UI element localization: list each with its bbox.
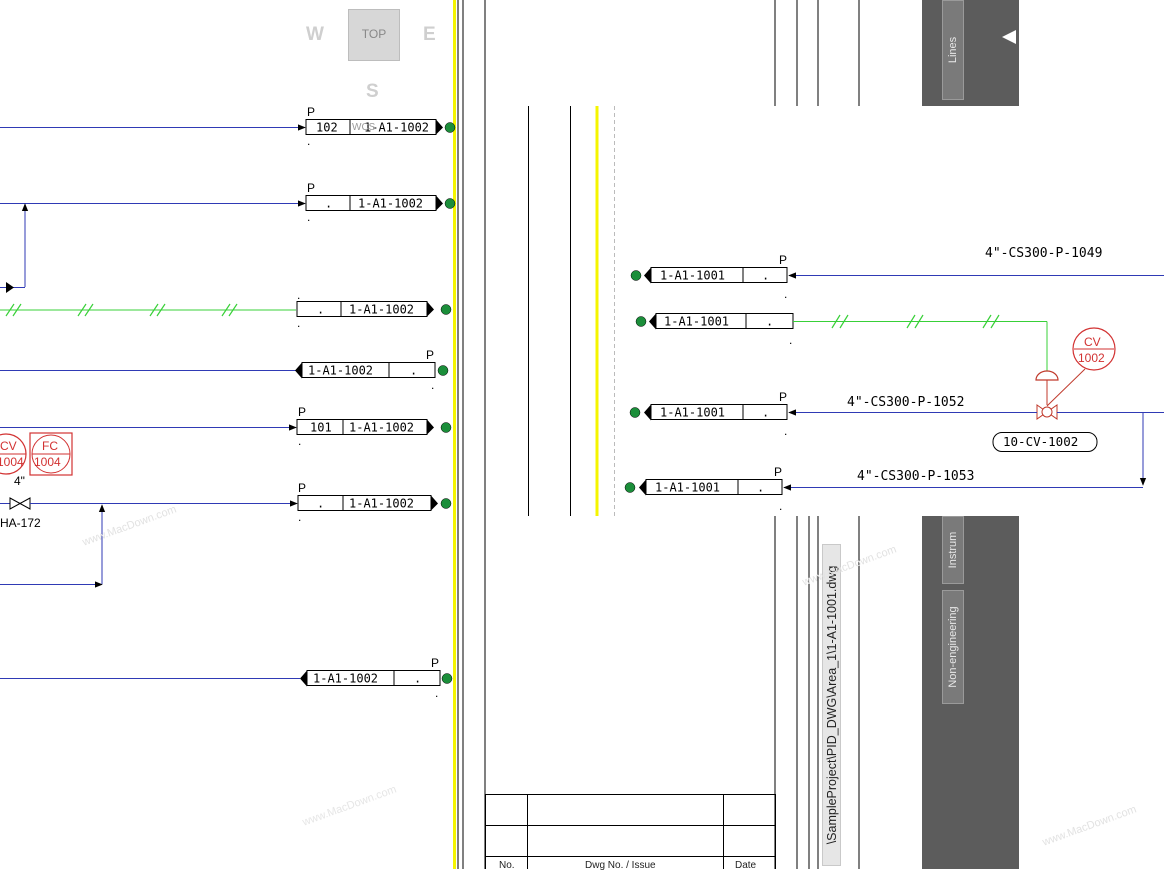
instrument-label: 1004 <box>0 455 24 469</box>
valve-tag: 10-CV-1002 <box>1003 434 1078 449</box>
pipe-row-6[interactable] <box>0 495 452 588</box>
svg-text:.: . <box>784 424 787 438</box>
connector-ref: 1-A1-1002 <box>358 197 423 211</box>
connector-p-label: P <box>779 253 787 267</box>
pipe-row-5[interactable] <box>0 419 452 435</box>
connector-ref: 1-A1-1001 <box>660 406 725 420</box>
instrument-label: FC <box>42 439 58 453</box>
compass-west[interactable]: W <box>306 24 324 45</box>
palette-tab-non-engineering[interactable]: Non-engineering <box>942 590 964 704</box>
control-valve-cv-1002[interactable] <box>1035 327 1116 420</box>
connector-id: . <box>762 269 769 283</box>
title-block <box>485 794 776 869</box>
pipe-row-2[interactable] <box>0 195 456 294</box>
connector-p-label: P <box>779 390 787 404</box>
connector-ref: 1-A1-1002 <box>349 303 414 317</box>
connector-ref: 1-A1-1002 <box>313 672 378 686</box>
connector-id: 102 <box>316 121 338 135</box>
instrument-label: CV <box>1084 335 1101 349</box>
connector-ref: 1-A1-1001 <box>664 315 729 329</box>
title-block-no: No. <box>499 860 515 871</box>
palette-tab-instrumentation[interactable]: Instrum <box>942 516 964 584</box>
connector-ref: 1-A1-1001 <box>655 481 720 495</box>
connector-id: . <box>410 364 417 378</box>
tab-label: Instrum <box>947 531 959 569</box>
compass-south[interactable]: S <box>366 81 379 102</box>
svg-text:.: . <box>297 288 300 302</box>
instrument-fc-1004[interactable] <box>29 432 73 476</box>
palette-tab-lines[interactable]: Lines <box>942 0 964 100</box>
pipe-row-1[interactable] <box>0 119 456 135</box>
connector-id: . <box>414 672 421 686</box>
signal-line-cv[interactable] <box>635 313 1048 373</box>
connector-p-label: P <box>774 465 782 479</box>
title-block-date: Date <box>735 860 757 871</box>
svg-text:.: . <box>779 499 782 513</box>
connector-ref: 1-A1-1002 <box>364 121 429 135</box>
line-label: 4"-CS300-P-1049 <box>985 246 1102 261</box>
tool-palette-panel-lower[interactable]: Instrum Non-engineering <box>922 516 1019 869</box>
svg-text:.: . <box>435 686 438 700</box>
svg-text:.: . <box>307 134 310 148</box>
line-label: 4"-CS300-P-1052 <box>847 395 964 410</box>
pipe-1049[interactable] <box>630 267 1164 284</box>
viewcube-top[interactable]: TOP <box>348 9 400 61</box>
connector-id: . <box>766 315 773 329</box>
connector-p-label: P <box>307 181 315 195</box>
title-block-dwg: Dwg No. / Issue <box>585 860 656 871</box>
svg-text:.: . <box>784 287 787 301</box>
svg-text:.: . <box>298 434 301 448</box>
line-label: 4"-CS300-P-1053 <box>857 469 974 484</box>
instrument-cv-1004[interactable] <box>0 433 27 475</box>
file-path-label: \SampleProject\PID_DWG\Area_1\1-A1-1001.… <box>822 544 841 866</box>
connector-ref: 1-A1-1002 <box>308 364 373 378</box>
svg-text:.: . <box>789 333 792 347</box>
connector-p-label: P <box>426 348 434 362</box>
svg-text:.: . <box>297 316 300 330</box>
tool-palette-panel[interactable]: Lines <box>922 0 1019 106</box>
instrument-label: 1004 <box>34 455 61 469</box>
file-path-text: \SampleProject\PID_DWG\Area_1\1-A1-1001.… <box>824 565 839 845</box>
connector-id: 101 <box>310 421 332 435</box>
connector-id: . <box>757 481 764 495</box>
connector-p-label: P <box>307 105 315 119</box>
instrument-label: CV <box>0 439 17 453</box>
connector-p-label: P <box>298 405 306 419</box>
svg-text:.: . <box>431 378 434 392</box>
svg-text:.: . <box>298 510 301 524</box>
connector-id: . <box>325 197 332 211</box>
connector-ref: 1-A1-1001 <box>660 269 725 283</box>
size-label: 4" <box>14 474 25 488</box>
connector-ref: 1-A1-1002 <box>349 421 414 435</box>
connector-ref: 1-A1-1002 <box>349 497 414 511</box>
viewcube-label: TOP <box>361 27 387 41</box>
connector-p-label: P <box>431 656 439 670</box>
title-block-text: No. Dwg No. / Issue Date <box>485 794 775 871</box>
palette-expand-icon[interactable] <box>1002 30 1016 44</box>
gate-valve-icon <box>9 497 31 510</box>
connector-p-label: P <box>298 481 306 495</box>
signal-row-3[interactable] <box>0 301 452 317</box>
valve-tag: HA-172 <box>0 516 41 530</box>
actuator-icon <box>1035 370 1059 381</box>
pipe-row-7[interactable] <box>0 670 453 687</box>
compass-east[interactable]: E <box>423 24 436 45</box>
pipe-row-4[interactable] <box>0 362 449 379</box>
pipe-1052[interactable] <box>629 404 1164 486</box>
connector-id: . <box>762 406 769 420</box>
wcs-menu[interactable]: WCS <box>352 122 376 133</box>
tab-label: Non-engineering <box>947 606 959 688</box>
connector-id: . <box>317 497 324 511</box>
instrument-label: 1002 <box>1078 351 1105 365</box>
svg-text:.: . <box>307 210 310 224</box>
pipe-1053[interactable] <box>624 479 1143 496</box>
tab-label: Lines <box>947 36 959 64</box>
connector-id: . <box>317 303 324 317</box>
